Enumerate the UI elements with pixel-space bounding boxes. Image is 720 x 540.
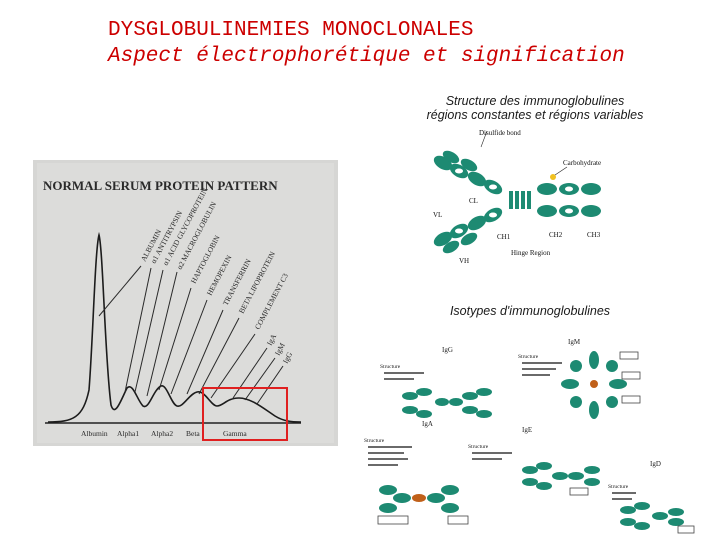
label-vh: VH <box>459 257 469 265</box>
isotype-ige-label: IgE <box>522 426 532 434</box>
label-cl: CL <box>469 197 478 205</box>
isotypes-caption: Isotypes d'immunoglobulines <box>449 304 611 318</box>
slide-title-block: DYSGLOBULINEMIES MONOCLONALES Aspect éle… <box>108 18 625 70</box>
structure-text: Structure <box>608 484 629 490</box>
label-ch3: CH3 <box>587 231 601 239</box>
gamma-highlight-box <box>202 387 288 441</box>
isotypes-diagram: IgG IgM IgA IgE IgD Structure Structure … <box>358 330 698 535</box>
isotype-igg-label: IgG <box>442 346 453 354</box>
serum-pattern-scan: NORMAL SERUM PROTEIN PATTERN ALBUMIN α1 … <box>33 160 338 446</box>
label-ch1: CH1 <box>497 233 511 241</box>
serum-pattern-figure: NORMAL SERUM PROTEIN PATTERN ALBUMIN α1 … <box>33 160 338 446</box>
isotype-igm-label: IgM <box>568 338 581 346</box>
structure-text: Structure <box>518 354 539 360</box>
fraction-label: Beta <box>186 429 200 438</box>
structure-text: Structure <box>468 444 489 450</box>
structure-caption-line1: Structure des immunoglobulines <box>445 94 625 108</box>
structure-text: Structure <box>380 364 401 370</box>
label-vl: VL <box>433 211 442 219</box>
fraction-label: Albumin <box>81 429 108 438</box>
isotype-igd-label: IgD <box>650 460 661 468</box>
slide-subtitle: Aspect électrophorétique et significatio… <box>108 45 625 68</box>
ig-structure-diagram: Disulfide bond Carbohydrate CL VL CH1 CH… <box>425 127 610 267</box>
structure-text: Structure <box>364 438 385 444</box>
slide-title: DYSGLOBULINEMIES MONOCLONALES <box>108 19 474 42</box>
structure-caption-line2: régions constantes et régions variables <box>426 108 644 122</box>
label-carbohydrate: Carbohydrate <box>563 159 601 167</box>
serum-pattern-title: NORMAL SERUM PROTEIN PATTERN <box>43 178 278 193</box>
fraction-label: Gamma <box>223 429 247 438</box>
isotype-iga-label: IgA <box>422 420 433 428</box>
fraction-label: Alpha2 <box>151 429 173 438</box>
fraction-label: Alpha1 <box>117 429 139 438</box>
label-disulfide: Disulfide bond <box>479 129 521 137</box>
structure-caption: Structure des immunoglobulines régions c… <box>400 94 670 122</box>
label-ch2: CH2 <box>549 231 563 239</box>
label-hinge: Hinge Region <box>511 249 551 257</box>
